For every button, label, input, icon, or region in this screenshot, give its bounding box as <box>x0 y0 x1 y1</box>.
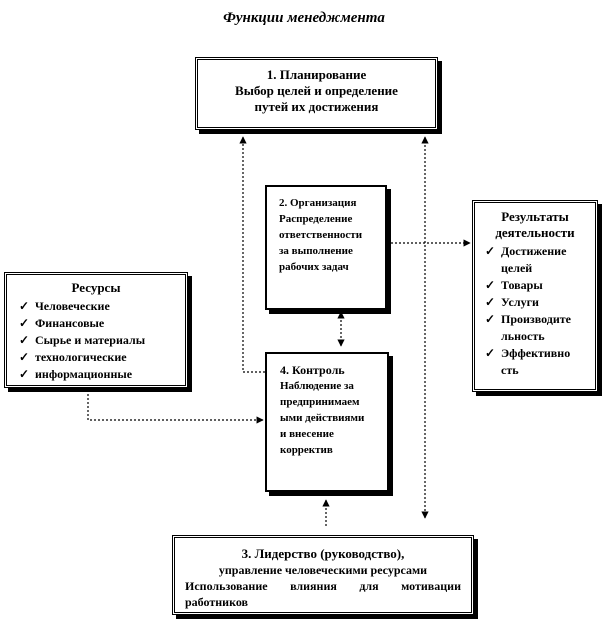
connector-resources-control <box>87 390 264 424</box>
result-item-label: Эффективно <box>501 346 571 360</box>
results-list: ✓ Достижение целей ✓ Товары ✓ Услуги ✓ Произв… <box>481 243 595 379</box>
result-item-label: Производите <box>501 312 572 326</box>
result-item-label: льность <box>501 329 545 343</box>
diagram-title: Функции менеджмента <box>223 10 385 26</box>
results-heading: Результаты деятельности <box>475 209 595 241</box>
planning-line: путей их достижения <box>254 99 379 114</box>
control-box: 4. Контроль Наблюдение за предпринимаем … <box>265 352 389 492</box>
resource-item: ✓ Человеческие <box>15 298 185 315</box>
organization-line: рабочих задач <box>279 261 349 273</box>
planning-line: Выбор целей и определение <box>235 83 398 98</box>
organization-line: Распределение <box>279 213 353 225</box>
resource-item: ✓ Сырье и материалы <box>15 332 185 349</box>
control-line: предпринимаем <box>280 396 360 408</box>
check-icon: ✓ <box>485 312 496 326</box>
resource-item-label: Финансовые <box>35 316 105 330</box>
result-item: ✓ Достижение целей <box>481 243 595 277</box>
result-item: ✓ Услуги <box>481 294 595 311</box>
resources-box: Ресурсы ✓ Человеческие ✓ Финансовые ✓ Сырье… <box>4 272 188 388</box>
organization-heading: 2. Организация <box>279 197 357 209</box>
control-line: корректив <box>280 444 333 456</box>
result-item-label: Достижение <box>501 244 567 258</box>
connector-control-to-planning <box>239 136 265 373</box>
resource-item-label: информационные <box>35 367 133 381</box>
resource-item-label: технологические <box>35 350 127 364</box>
resources-list: ✓ Человеческие ✓ Финансовые ✓ Сырье и матер… <box>15 298 185 383</box>
result-item-label: Услуги <box>501 295 539 309</box>
results-heading-line: Результаты <box>501 209 569 224</box>
result-item-label: Товары <box>501 278 543 292</box>
leadership-heading: 3. Лидерство (руководство), <box>241 546 405 561</box>
organization-box: 2. Организация Распределение ответственн… <box>265 185 387 310</box>
control-line: и внесение <box>280 428 334 440</box>
control-line: Наблюдение за <box>280 380 354 392</box>
check-icon: ✓ <box>19 333 30 347</box>
resource-item-label: Сырье и материалы <box>35 333 146 347</box>
result-item-label: сть <box>501 363 519 377</box>
organization-line: за выполнение <box>279 245 353 257</box>
resource-item: ✓ Финансовые <box>15 315 185 332</box>
resource-item: ✓ информационные <box>15 366 185 383</box>
results-box: Результаты деятельности ✓ Достижение целей… <box>472 200 598 392</box>
leadership-line: работников <box>185 595 249 609</box>
results-heading-line: деятельности <box>495 225 575 240</box>
resource-item-label: Человеческие <box>35 299 110 313</box>
resource-item: ✓ технологические <box>15 349 185 366</box>
leadership-box: 3. Лидерство (руководство), управление ч… <box>172 535 474 615</box>
result-item: ✓ Производите льность <box>481 311 595 345</box>
result-item-label: целей <box>501 261 533 275</box>
check-icon: ✓ <box>19 316 30 330</box>
resources-heading: Ресурсы <box>71 280 121 295</box>
control-heading: 4. Контроль <box>280 363 345 377</box>
leadership-line: управление человеческими ресурсами <box>218 563 428 577</box>
control-line: ыми действиями <box>280 412 365 424</box>
leadership-line: Использование влияния для мотивации <box>185 579 461 593</box>
result-item: ✓ Эффективно сть <box>481 345 595 379</box>
result-item: ✓ Товары <box>481 277 595 294</box>
check-icon: ✓ <box>485 295 496 309</box>
planning-heading: 1. Планирование <box>266 67 367 82</box>
check-icon: ✓ <box>19 367 30 381</box>
check-icon: ✓ <box>19 350 30 364</box>
check-icon: ✓ <box>485 346 496 360</box>
organization-line: ответственности <box>279 229 363 241</box>
check-icon: ✓ <box>19 299 30 313</box>
planning-box: 1. Планирование Выбор целей и определени… <box>195 57 438 130</box>
check-icon: ✓ <box>485 278 496 292</box>
check-icon: ✓ <box>485 244 496 258</box>
